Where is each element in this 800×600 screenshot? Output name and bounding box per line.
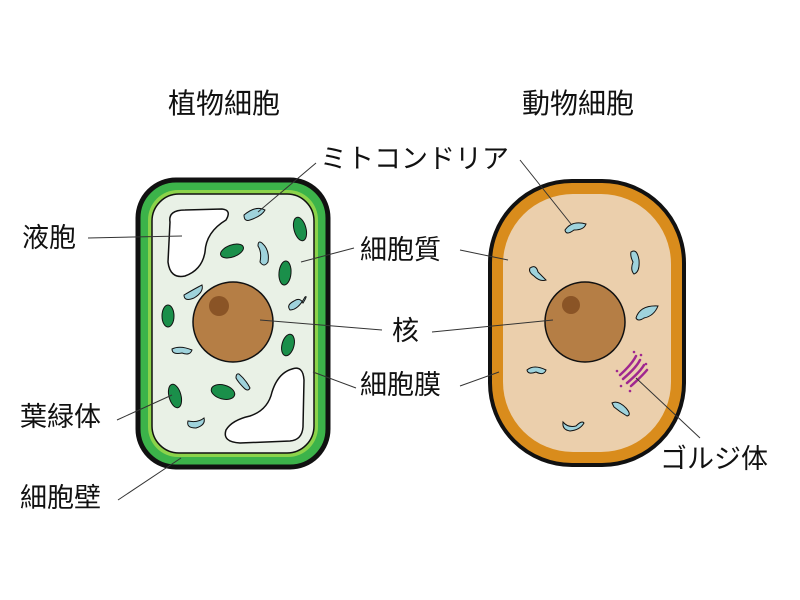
plant-nucleus bbox=[192, 281, 274, 363]
animal-cell bbox=[488, 179, 686, 467]
label-vacuole: 液胞 bbox=[22, 223, 76, 254]
leader-lines bbox=[87, 159, 701, 501]
plant-mitochondria bbox=[171, 207, 307, 429]
animal-nucleolus bbox=[562, 296, 580, 314]
plant-vacuole-upper bbox=[167, 208, 229, 278]
label-nucleus: 核 bbox=[392, 316, 419, 347]
plant-nucleolus bbox=[209, 296, 229, 316]
plant-vacuole-lower bbox=[224, 367, 305, 444]
golgi-vesicles bbox=[615, 350, 648, 393]
chloroplasts bbox=[161, 216, 308, 409]
animal-nucleus bbox=[544, 281, 626, 363]
plant-cell-title: 植物細胞 bbox=[168, 87, 281, 120]
plant-cell bbox=[135, 177, 331, 470]
label-cell-wall: 細胞壁 bbox=[20, 483, 101, 514]
golgi-apparatus bbox=[618, 354, 649, 388]
label-cytoplasm: 細胞質 bbox=[360, 235, 441, 266]
label-chloroplast: 葉緑体 bbox=[20, 402, 101, 433]
label-golgi: ゴルジ体 bbox=[660, 444, 768, 475]
animal-mitochondria bbox=[526, 222, 659, 432]
label-mitochondria: ミトコンドリア bbox=[320, 144, 509, 175]
label-cell-membrane: 細胞膜 bbox=[360, 370, 441, 401]
animal-cell-title: 動物細胞 bbox=[522, 87, 635, 120]
